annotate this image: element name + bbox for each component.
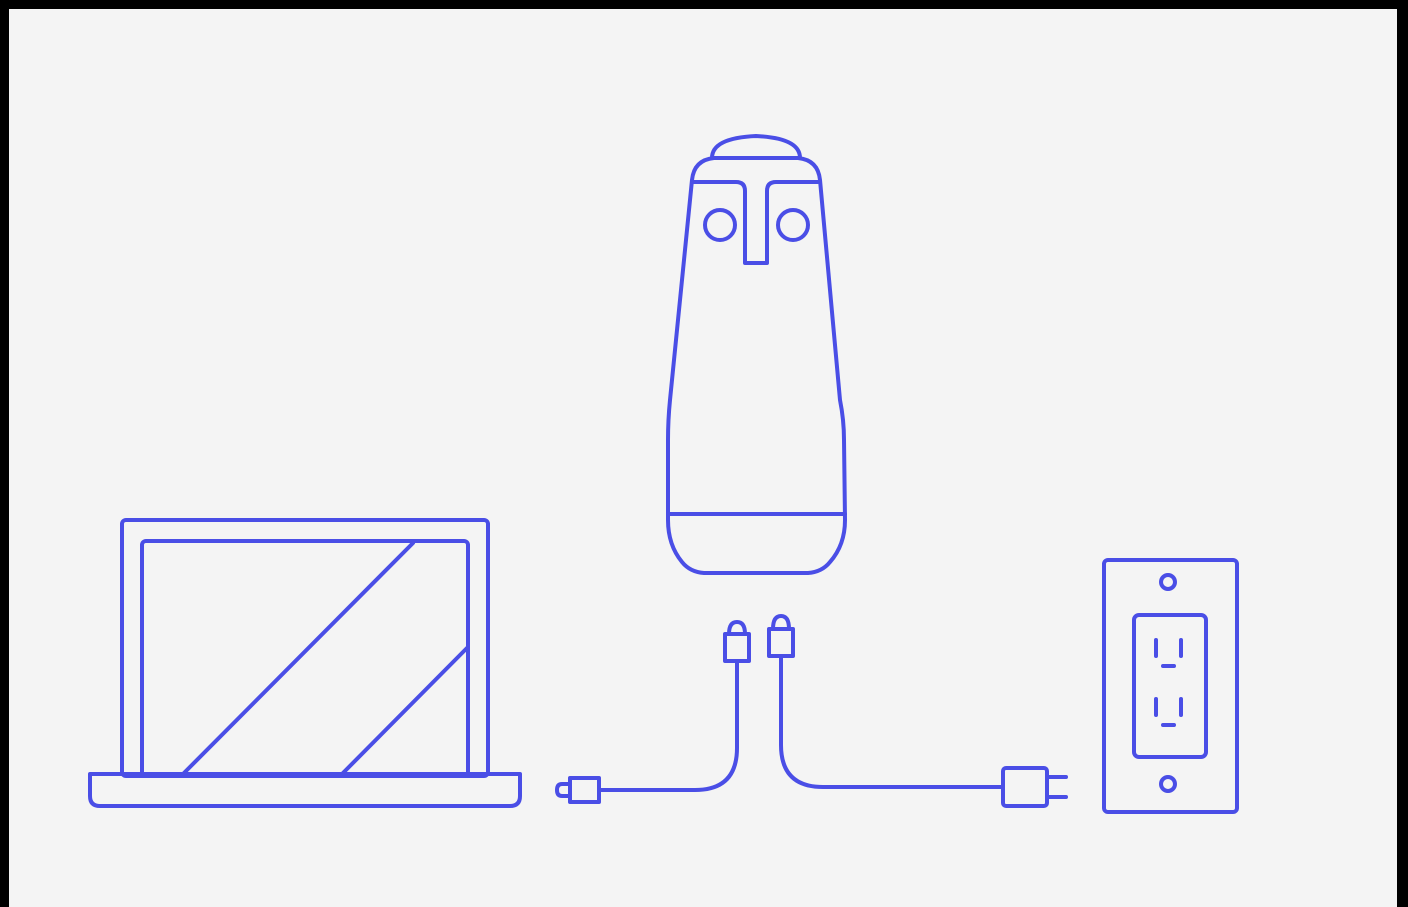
outlet-plate [1104,560,1237,812]
owl-camera-icon [668,136,845,573]
usb-cable-connector-top [725,634,749,661]
camera-face-mask [694,182,818,263]
power-cable-icon [769,616,1066,806]
wall-outlet-icon [1104,560,1237,812]
usb-cable-connector-end [570,778,599,802]
outlet-screw-bottom [1161,777,1175,791]
usb-cable-icon [557,622,749,802]
power-cable-connector-top [769,629,793,656]
laptop-base [90,774,520,806]
power-cable-wire [781,656,1003,787]
outlet-receptacle [1134,615,1206,757]
laptop-screen-glare-2 [342,648,467,774]
camera-eye-right [778,210,808,240]
power-plug-body [1003,768,1047,806]
camera-eye-left [705,210,735,240]
laptop-lid-outline [122,520,488,776]
outlet-screw-top [1161,575,1175,589]
usb-cable-wire [599,661,737,790]
laptop-icon [90,520,520,806]
camera-body [668,158,845,573]
laptop-screen [142,541,468,776]
camera-top-dome [712,136,800,158]
